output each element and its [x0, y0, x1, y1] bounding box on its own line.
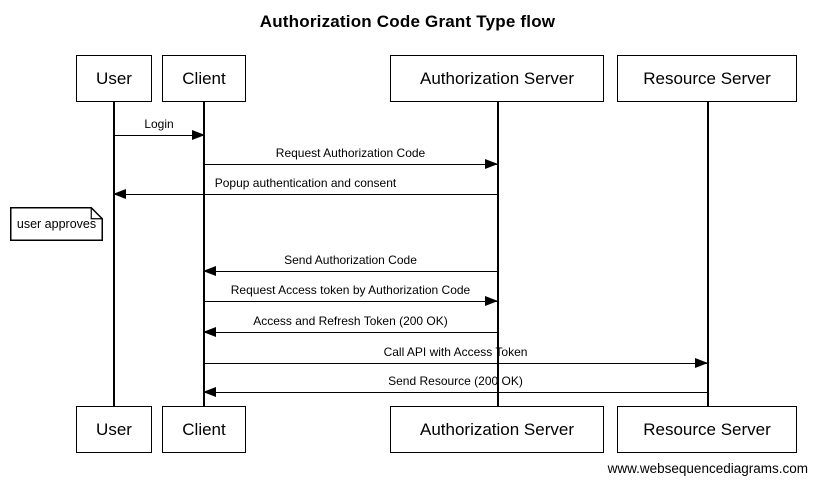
message-login: Login: [114, 112, 205, 140]
message-label: Request Access token by Authorization Co…: [230, 283, 471, 297]
note-text: user approves: [16, 217, 97, 231]
message-popup-authentication-consent: Popup authentication and consent: [113, 171, 497, 199]
message-line: [204, 295, 498, 306]
note-user-approves: user approves: [10, 207, 103, 241]
message-request-authorization-code: Request Authorization Code: [204, 141, 498, 169]
actor-label: Client: [182, 68, 226, 88]
actor-label: Resource Server: [643, 419, 771, 439]
message-line: [204, 158, 498, 169]
message-label: Request Authorization Code: [275, 146, 426, 160]
message-label: Send Authorization Code: [284, 253, 417, 267]
arrow-right-icon: [192, 129, 205, 140]
watermark-url: www.websequencediagrams.com: [607, 461, 808, 476]
diagram-title: Authorization Code Grant Type flow: [259, 12, 556, 31]
lifeline-authorization-server: [497, 102, 499, 406]
message-label: Send Resource (200 OK): [388, 374, 523, 388]
actor-label: Authorization Server: [419, 68, 575, 88]
message-send-resource: Send Resource (200 OK): [203, 369, 707, 397]
actor-label: Authorization Server: [419, 419, 575, 439]
actor-box-client-bottom: Client: [162, 406, 246, 453]
actor-box-user-top: User: [76, 55, 152, 102]
lifeline-client: [203, 102, 205, 406]
actor-box-authorization-server-top: Authorization Server: [390, 55, 604, 102]
arrow-left-icon: [203, 265, 216, 276]
message-label: Access and Refresh Token (200 OK): [253, 314, 448, 328]
message-call-api: Call API with Access Token: [204, 340, 708, 368]
arrow-right-icon: [485, 158, 498, 169]
message-line: [113, 188, 497, 199]
actor-label: Client: [182, 419, 226, 439]
arrow-left-icon: [203, 326, 216, 337]
message-request-access-token: Request Access token by Authorization Co…: [204, 278, 498, 306]
actor-label: Resource Server: [643, 68, 771, 88]
message-label: Call API with Access Token: [383, 345, 528, 359]
actor-label: User: [96, 68, 132, 88]
message-line: [203, 265, 497, 276]
message-line: [203, 326, 497, 337]
message-label: Login: [144, 117, 174, 131]
actor-box-client-top: Client: [162, 55, 246, 102]
lifeline-user: [113, 102, 115, 406]
arrow-left-icon: [203, 386, 216, 397]
note-shape: [10, 207, 103, 241]
arrow-right-icon: [695, 357, 708, 368]
message-line: [204, 357, 708, 368]
actor-box-resource-server-bottom: Resource Server: [617, 406, 797, 453]
lifeline-resource-server: [707, 102, 709, 406]
message-send-authorization-code: Send Authorization Code: [203, 248, 497, 276]
arrow-left-icon: [113, 188, 126, 199]
message-label: Popup authentication and consent: [214, 176, 397, 190]
actor-box-user-bottom: User: [76, 406, 152, 453]
actor-label: User: [96, 419, 132, 439]
actor-box-resource-server-top: Resource Server: [617, 55, 797, 102]
message-line: [114, 129, 205, 140]
message-line: [203, 386, 707, 397]
message-access-refresh-token: Access and Refresh Token (200 OK): [203, 309, 497, 337]
arrow-right-icon: [485, 295, 498, 306]
actor-box-authorization-server-bottom: Authorization Server: [390, 406, 604, 453]
